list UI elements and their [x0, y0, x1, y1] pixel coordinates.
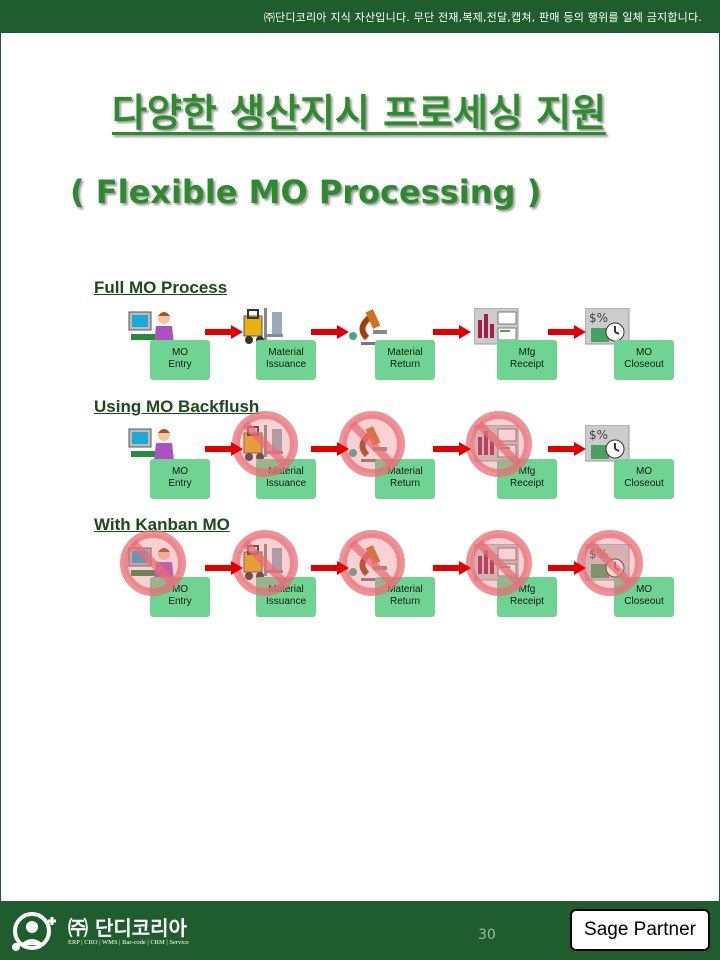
arrow-right-icon — [311, 325, 349, 339]
step-label-line2: Entry — [168, 359, 192, 370]
step-label-line2: Return — [389, 478, 420, 489]
row-label-kanban: With Kanban MO — [94, 515, 230, 534]
step-label-line1: MO — [171, 347, 189, 358]
step-label-line2: Return — [389, 596, 420, 607]
step-label-line1: Material — [268, 466, 304, 477]
arrow-right-icon — [205, 561, 243, 575]
arrow-right-icon — [205, 325, 243, 339]
step-label-line2: Entry — [168, 596, 192, 607]
arrow-right-icon — [433, 325, 471, 339]
not-allowed-icon — [120, 530, 186, 596]
computer-user-icon — [128, 428, 174, 461]
svg-text:$%: $% — [589, 428, 608, 442]
slide-title: 다양한 생산지시 프로세싱 지원 — [111, 91, 607, 135]
company-logo-icon — [12, 912, 56, 951]
step-label-line1: MO — [635, 347, 653, 358]
step-label-line1: Material — [387, 466, 423, 477]
step-label-line2: Closeout — [624, 359, 664, 370]
forklift-icon — [243, 308, 283, 344]
step-label-line1: MO — [635, 584, 653, 595]
copyright-notice: ㈜단디코리아 지식 자산입니다. 무단 전재,복제,전달,캡쳐, 판매 등의 행… — [263, 11, 702, 24]
step-label-line2: Issuance — [265, 596, 307, 607]
step-label-line2: Return — [389, 359, 420, 370]
not-allowed-icon — [577, 530, 643, 596]
arrow-right-icon — [205, 442, 243, 456]
not-allowed-icon — [466, 411, 532, 477]
not-allowed-icon — [339, 530, 405, 596]
step-label-line1: Material — [268, 347, 304, 358]
step-label-line2: Closeout — [624, 478, 664, 489]
not-allowed-icon — [466, 530, 532, 596]
row-label-full-mo: Full MO Process — [94, 278, 228, 297]
step-label-line1: Material — [387, 347, 423, 358]
arrow-right-icon — [548, 325, 586, 339]
report-chart-icon — [474, 308, 519, 345]
step-label-line2: Issuance — [265, 359, 307, 370]
arrow-right-icon — [548, 442, 586, 456]
step-label-line1: MO — [171, 584, 189, 595]
not-allowed-icon — [232, 530, 298, 596]
arrow-right-icon — [433, 442, 471, 456]
step-label-line1: Mfg — [518, 584, 536, 595]
arrow-right-icon — [311, 442, 349, 456]
arrow-right-icon — [311, 561, 349, 575]
arrow-right-icon — [433, 561, 471, 575]
svg-text:$%: $% — [589, 311, 608, 325]
step-label-line2: Receipt — [510, 478, 544, 489]
slide-subtitle: ( Flexible MO Processing ) — [70, 173, 542, 211]
row-label-backflush: Using MO Backflush — [94, 397, 260, 416]
not-allowed-icon — [339, 411, 405, 477]
step-label-line2: Entry — [168, 478, 192, 489]
step-label-line2: Receipt — [510, 596, 544, 607]
step-label-line1: Material — [268, 584, 304, 595]
finance-clock-icon: $% — [585, 308, 630, 345]
step-label-line2: Issuance — [265, 478, 307, 489]
step-label-line1: Mfg — [518, 347, 536, 358]
company-name: ㈜ 단디코리아 — [68, 916, 187, 940]
sage-partner-badge: Sage Partner — [570, 909, 710, 951]
company-tagline: ERP | CRO | WMS | Bar-code | CRM | Servi… — [68, 939, 189, 946]
step-label-line1: Material — [387, 584, 423, 595]
step-label-line1: MO — [171, 466, 189, 477]
microscope-icon — [349, 309, 387, 345]
not-allowed-icon — [232, 411, 298, 477]
page-number: 30 — [478, 927, 496, 943]
step-label-line2: Closeout — [624, 596, 664, 607]
computer-user-icon — [128, 311, 174, 344]
step-label-line2: Receipt — [510, 359, 544, 370]
step-label-line1: Mfg — [518, 466, 536, 477]
arrow-right-icon — [548, 561, 586, 575]
finance-clock-icon: $% — [585, 425, 630, 462]
top-bar: ㈜단디코리아 지식 자산입니다. 무단 전재,복제,전달,캡쳐, 판매 등의 행… — [0, 0, 720, 33]
step-label-line1: MO — [635, 466, 653, 477]
